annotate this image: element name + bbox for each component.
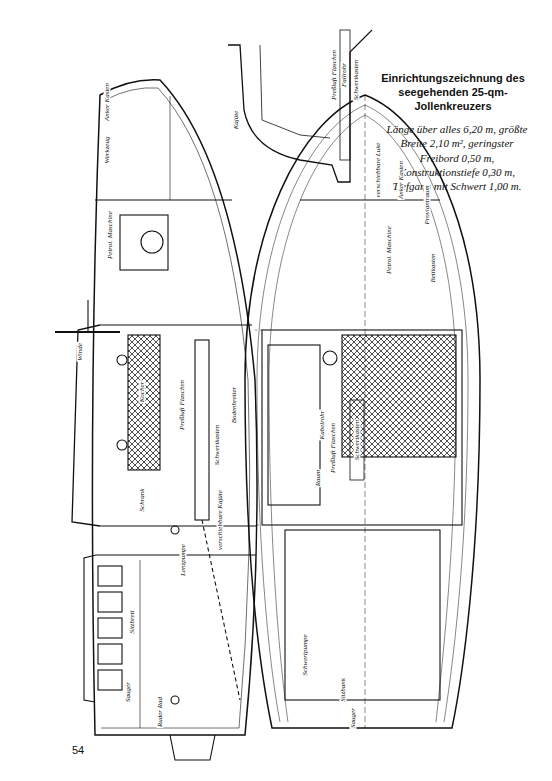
part-label: Preßluft Flaschen: [330, 422, 337, 474]
part-label: Schrank: [139, 488, 146, 513]
board-case-plan: [350, 400, 364, 480]
stem-frame: [170, 96, 171, 200]
window: [98, 644, 122, 664]
hull-side: [92, 80, 257, 735]
title: Einrichtungszeichnung des seegehenden 25…: [372, 72, 534, 113]
part-label: Preßluft Flaschen: [331, 49, 338, 101]
rudder: [170, 735, 215, 760]
part-label: Winde: [77, 342, 84, 362]
part-label: Werkzeug: [104, 136, 111, 165]
flywheel: [141, 231, 163, 253]
part-label: Schwertkasten: [353, 59, 360, 101]
part-label: verschiebbare Luke: [375, 142, 382, 199]
bulkhead: [100, 324, 252, 325]
section-board: [340, 30, 350, 160]
berth-hatch: [128, 335, 160, 470]
section-cabin: [260, 45, 330, 138]
part-label: Fallrohr: [341, 62, 348, 88]
hull-inner: [101, 88, 250, 728]
part-label: Raum: [315, 469, 322, 487]
seat-line: [140, 560, 141, 728]
part-label: Anker Kasten: [104, 82, 111, 122]
cockpit-coaming: [84, 555, 96, 702]
bulkhead: [95, 199, 232, 200]
centreboard-case: [195, 340, 209, 520]
part-label: Sitzbank: [340, 677, 347, 703]
table-plan: [268, 345, 320, 505]
part-label: Petrol. Maschine: [386, 225, 393, 275]
bulkhead: [100, 525, 257, 526]
part-label: Proviantraum: [424, 184, 431, 225]
caption: Länge über alles 6,20 m, größte Breite 2…: [382, 122, 532, 193]
section-hull: [228, 45, 350, 182]
part-label: Bettkasten: [430, 252, 437, 283]
part-label: Bodenbretter: [231, 386, 238, 425]
window: [98, 566, 122, 586]
part-label: Kabelrohr: [319, 410, 326, 441]
part-label: Petrol. Maschine: [107, 210, 114, 260]
window: [98, 618, 122, 638]
engine: [120, 215, 168, 270]
planking: [257, 105, 468, 722]
part-label: Schwertpumpe: [302, 633, 309, 676]
part-label: Kocher: [139, 381, 146, 404]
part-label: Schwertkasten: [354, 419, 361, 461]
window: [98, 670, 122, 690]
page-number: 54: [71, 745, 85, 756]
compass: [323, 351, 337, 365]
part-label: Anker Kasten: [398, 160, 405, 200]
projection-lines: [255, 330, 262, 525]
bulkhead: [96, 554, 256, 555]
part-label: verschiebbare Kajüte: [217, 489, 224, 551]
part-label: Ruder Rad: [157, 696, 164, 728]
part-label: Sauger: [350, 707, 357, 729]
part-label: Schwertkasten: [214, 424, 221, 466]
part-label: Lenzpumpe: [180, 543, 187, 577]
section-deck: [350, 30, 372, 52]
part-label: Kajüte: [233, 110, 240, 131]
bulkhead-plan: [300, 199, 440, 200]
window: [98, 592, 122, 612]
part-label: Sauger: [125, 681, 132, 703]
winch: [87, 300, 88, 332]
porthole: [117, 355, 127, 365]
cabin-roof: [72, 325, 100, 526]
cockpit-plan: [285, 530, 440, 700]
part-label: Preßluft Flaschen: [179, 379, 186, 431]
cabin-plan: [262, 330, 462, 525]
pump: [171, 526, 179, 534]
porthole: [117, 440, 127, 450]
part-label: Sitzbrett: [129, 609, 136, 634]
bilge-sucker: [171, 696, 179, 704]
